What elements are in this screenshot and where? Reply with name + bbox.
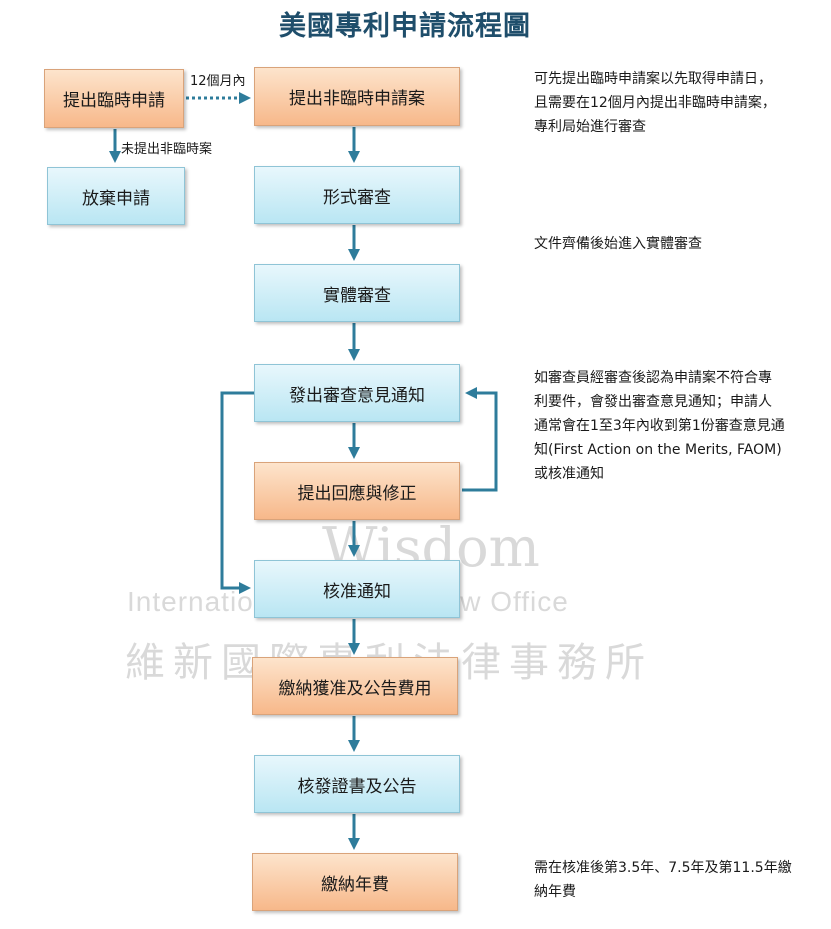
note-provisional: 可先提出臨時申請案以先取得申請日， 且需要在12個月內提出非臨時申請案， 專利局… [534, 71, 776, 135]
arrow-response-loop [462, 387, 498, 492]
page-title: 美國專利申請流程圖 [279, 11, 531, 42]
note-maintenance: 需在核准後第3.5年、7.5年及第11.5年繳 納年費 [534, 860, 792, 900]
note-office-action: 如審查員經審查後認為申請案不符合專 利要件，會發出審查意見通知；申請人 通常會在… [534, 370, 785, 482]
label-not-filed: 未提出非臨時案 [121, 142, 213, 157]
arrow-direct-allowance [220, 391, 254, 594]
box-response: 提出回應與修正 [254, 462, 460, 520]
box-fees: 繳納獲准及公告費用 [252, 657, 458, 715]
box-formal-review: 形式審查 [254, 166, 460, 224]
box-substantive-review: 實體審查 [254, 264, 460, 322]
label-within-12-months: 12個月內 [190, 74, 246, 89]
box-maintenance: 繳納年費 [252, 853, 458, 911]
box-office-action: 發出審查意見通知 [254, 364, 460, 422]
box-abandon: 放棄申請 [47, 167, 185, 225]
box-provisional: 提出臨時申請 [44, 69, 184, 128]
box-issue: 核發證書及公告 [254, 755, 460, 813]
box-allowance: 核准通知 [254, 560, 460, 618]
box-non-provisional: 提出非臨時申請案 [254, 67, 460, 126]
note-formal-review: 文件齊備後始進入實體審查 [534, 236, 702, 252]
